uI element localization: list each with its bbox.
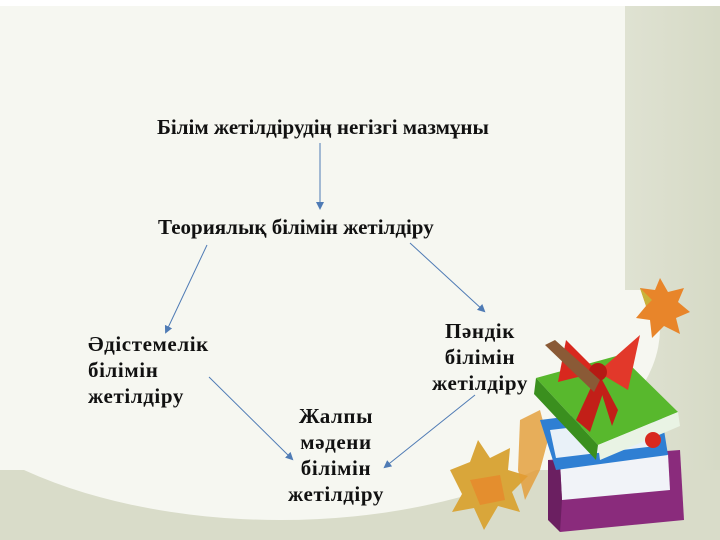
method-node: Әдістемелік білімін жетілдіру: [88, 331, 209, 409]
node-line: Пәндік: [445, 319, 515, 343]
node-line: Әдістемелік: [88, 332, 209, 356]
node-line: жетілдіру: [88, 384, 184, 408]
theory-node: Теориялық білімін жетілдіру: [158, 215, 434, 239]
maple-leaf-icon: [636, 278, 690, 338]
general-culture-node: Жалпы мәдени білімін жетілдіру: [288, 403, 384, 507]
node-line: жетілдіру: [432, 371, 528, 395]
node-line: Жалпы: [298, 404, 374, 428]
top-strip: [0, 0, 720, 6]
node-line: білімін: [444, 345, 516, 369]
arrow-theory-to-subject: [409, 242, 486, 313]
subject-node: Пәндік білімін жетілдіру: [432, 318, 528, 396]
node-line: мәдени: [300, 430, 372, 454]
red-bow-icon: [558, 335, 640, 432]
slide-title: Білім жетілдірудің негізгі мазмұны: [157, 115, 489, 139]
arrow-method-to-general: [208, 376, 294, 461]
node-line: жетілдіру: [288, 482, 384, 506]
purple-book-icon: [548, 450, 684, 532]
maple-leaf-icon: [450, 440, 528, 530]
arrow-subject-to-general: [383, 394, 476, 469]
arrow-theory-to-method: [164, 244, 208, 334]
node-line: білімін: [300, 456, 372, 480]
node-line: білімін: [88, 358, 159, 382]
